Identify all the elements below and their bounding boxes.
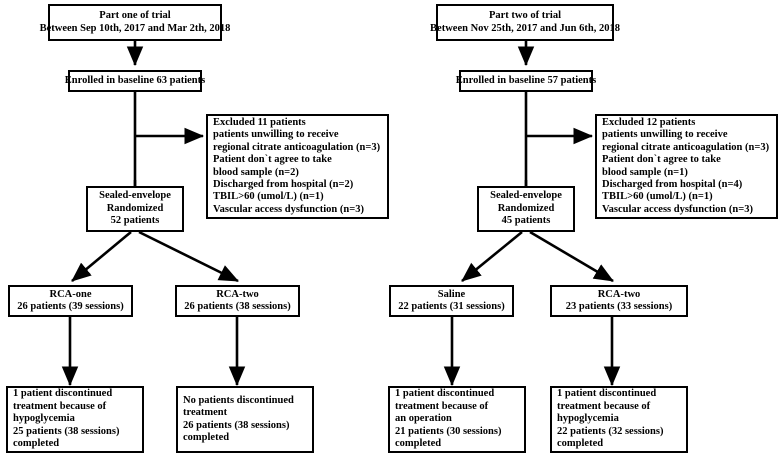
part-two-outcome-left-line-1: 1 patient discontinued xyxy=(395,388,495,400)
part-one-outcome-left-line-4: 25 patients (38 sessions) xyxy=(13,425,120,437)
part-two-arm-left-line-2: 22 patients (31 sessions) xyxy=(398,301,505,312)
part-two-title-line-1: Part two of trial xyxy=(488,10,561,22)
part-one-outcome-right-line-2: treatment xyxy=(183,407,228,419)
part-one-excluded-line-7: TBIL>60 (umol/L) (n=1) xyxy=(213,191,324,203)
part-two-outcome-left-line-5: completed xyxy=(395,438,442,450)
part-two-outcome-left-line-4: 21 patients (30 sessions) xyxy=(395,425,502,437)
part-one-excluded-line-8: Vascular access dysfunction (n=3) xyxy=(213,203,364,215)
part-two-excluded-line-2: patients unwilling to receive xyxy=(602,129,728,141)
part-two-outcome-right-box: 1 patient discontinued treatment because… xyxy=(550,386,688,453)
part-two-outcome-right-line-4: 22 patients (32 sessions) xyxy=(557,425,664,437)
part-two-arm-right-line-2: 23 patients (33 sessions) xyxy=(565,301,673,312)
part-one-title-line-1: Part one of trial xyxy=(99,10,171,22)
part-one-outcome-right-line-1: No patients discontinued xyxy=(183,394,294,406)
part-two-outcome-left-line-2: treatment because of xyxy=(395,400,489,412)
part-two-outcome-left-line-3: an operation xyxy=(395,413,452,425)
part-two-outcome-right-line-2: treatment because of xyxy=(557,400,651,412)
part-one-randomized-line-3: 52 patients xyxy=(110,215,160,227)
part-two-outcome-right-line-3: hypoglycemia xyxy=(557,413,619,425)
part-one-outcome-right-line-4: completed xyxy=(183,431,230,443)
part-one-enrolled-line-1: Enrolled in baseline 63 patients xyxy=(64,74,206,86)
part-one-arm-right-line-2: 26 patients (38 sessions) xyxy=(184,301,291,312)
part-one-outcome-left-box: 1 patient discontinued treatment because… xyxy=(6,386,144,453)
part-one-excluded-line-4: Patient don`t agree to take xyxy=(213,154,332,166)
part-two-randomized-box: Sealed-envelope Randomized 45 patients xyxy=(477,186,575,232)
part-one-excluded-line-1: Excluded 11 patients xyxy=(213,116,306,128)
part-two-randomized-line-3: 45 patients xyxy=(501,215,551,227)
part-one-excluded-line-6: Discharged from hospital (n=2) xyxy=(213,178,354,190)
part-one-outcome-left-line-2: treatment because of xyxy=(13,400,107,412)
part-one-arm-right-line-1: RCA-two xyxy=(216,288,259,300)
part-two-arm-left-box: Saline 22 patients (31 sessions) xyxy=(389,285,514,317)
part-one-arm-left-line-1: RCA-one xyxy=(49,288,92,300)
part-two-outcome-right-line-5: completed xyxy=(557,438,604,450)
part-one-excluded-line-3: regional citrate anticoagulation (n=3) xyxy=(213,141,381,153)
part-two-randomized-line-1: Sealed-envelope xyxy=(490,190,562,202)
part-two-outcome-right-line-1: 1 patient discontinued xyxy=(557,388,657,400)
part-one-randomized-line-1: Sealed-envelope xyxy=(99,190,171,202)
part-two-title-line-2: Between Nov 25th, 2017 and Jun 6th, 2018 xyxy=(430,22,620,34)
part-one-outcome-left-line-3: hypoglycemia xyxy=(13,413,75,425)
part-two-excluded-line-5: blood sample (n=1) xyxy=(602,166,688,178)
part-one-outcome-left-line-5: completed xyxy=(13,438,60,450)
part-one-title-line-2: Between Sep 10th, 2017 and Mar 2th, 2018 xyxy=(39,22,231,34)
part-two-excluded-line-7: TBIL>60 (umol/L) (n=1) xyxy=(602,191,713,203)
part-two-arm-right-box: RCA-two 23 patients (33 sessions) xyxy=(550,285,688,317)
part-one-excluded-line-2: patients unwilling to receive xyxy=(213,129,339,141)
part-two-excluded-line-8: Vascular access dysfunction (n=3) xyxy=(602,203,753,215)
part-two-excluded-line-3: regional citrate anticoagulation (n=3) xyxy=(602,141,770,153)
part-two-randomized-line-2: Randomized xyxy=(497,202,555,214)
part-one-outcome-right-line-3: 26 patients (38 sessions) xyxy=(183,419,290,431)
part-two-arm-right-line-1: RCA-two xyxy=(597,288,641,300)
part-one-outcome-left-line-1: 1 patient discontinued xyxy=(13,388,113,400)
part-one-randomized-box: Sealed-envelope Randomized 52 patients xyxy=(86,186,184,232)
part-one-outcome-right-box: No patients discontinued treatment 26 pa… xyxy=(176,386,314,453)
part-one-randomized-line-2: Randomized xyxy=(106,202,164,214)
part-two-arm-left-line-1: Saline xyxy=(437,288,466,300)
part-two-excluded-line-6: Discharged from hospital (n=4) xyxy=(602,178,743,190)
part-two-outcome-left-box: 1 patient discontinued treatment because… xyxy=(388,386,526,453)
part-one-excluded-line-5: blood sample (n=2) xyxy=(213,166,299,178)
part-one-title-box: Part one of trial Between Sep 10th, 2017… xyxy=(40,4,230,41)
part-two-excluded-box: Excluded 12 patients patients unwilling … xyxy=(595,114,778,219)
part-two-excluded-line-4: Patient don`t agree to take xyxy=(602,154,721,166)
part-one-enrolled-box: Enrolled in baseline 63 patients xyxy=(64,70,206,92)
part-one-arm-left-box: RCA-one 26 patients (39 sessions) xyxy=(8,285,133,317)
part-two-enrolled-box: Enrolled in baseline 57 patients xyxy=(455,70,597,92)
part-one-arm-left-line-2: 26 patients (39 sessions) xyxy=(17,301,124,312)
part-one-arm-right-box: RCA-two 26 patients (38 sessions) xyxy=(175,285,300,317)
part-two-excluded-line-1: Excluded 12 patients xyxy=(602,116,696,128)
part-one-excluded-box: Excluded 11 patients patients unwilling … xyxy=(206,114,389,219)
part-two-enrolled-line-1: Enrolled in baseline 57 patients xyxy=(455,74,597,86)
part-two-title-box: Part two of trial Between Nov 25th, 2017… xyxy=(430,4,620,41)
